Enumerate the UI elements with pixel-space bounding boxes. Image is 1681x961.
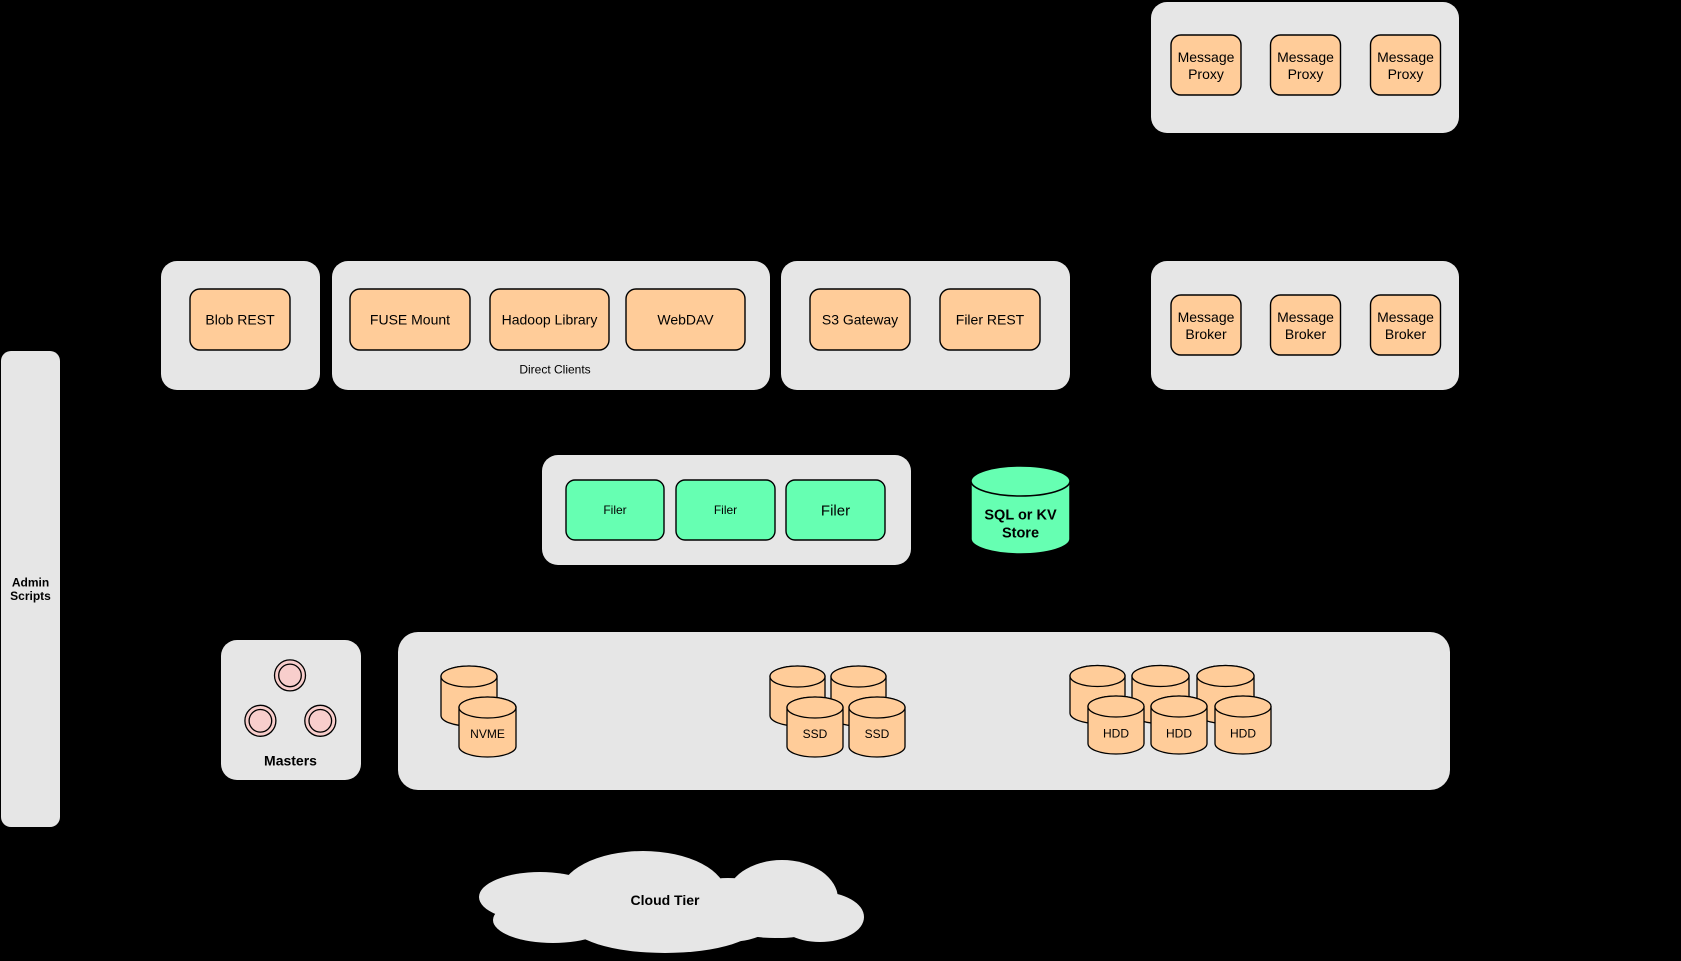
svg-text:Message: Message [1377,49,1434,65]
svg-text:HDD: HDD [1166,727,1192,741]
svg-text:Proxy: Proxy [1188,66,1224,82]
svg-text:SQL or KV: SQL or KV [984,508,1057,524]
svg-text:Message: Message [1178,309,1235,325]
svg-text:Broker: Broker [1385,326,1427,342]
svg-text:Masters: Masters [264,753,317,769]
svg-text:SSD: SSD [803,727,828,741]
svg-text:Message: Message [1178,49,1235,65]
svg-text:Message: Message [1277,309,1334,325]
svg-text:Scripts: Scripts [10,589,51,603]
svg-text:Message: Message [1277,49,1334,65]
svg-text:Broker: Broker [1185,326,1227,342]
svg-text:Cloud Tier: Cloud Tier [631,892,701,908]
svg-text:Broker: Broker [1285,326,1327,342]
svg-text:SSD: SSD [865,727,890,741]
svg-text:Proxy: Proxy [1388,66,1424,82]
svg-text:Message: Message [1377,309,1434,325]
svg-text:HDD: HDD [1230,727,1256,741]
svg-text:Filer: Filer [821,503,850,520]
svg-text:Admin: Admin [12,576,49,590]
svg-text:Filer: Filer [714,503,737,517]
svg-text:WebDAV: WebDAV [657,312,714,328]
svg-text:Blob REST: Blob REST [205,312,275,328]
svg-text:FUSE Mount: FUSE Mount [370,312,450,328]
svg-text:Hadoop Library: Hadoop Library [502,312,598,328]
svg-text:S3 Gateway: S3 Gateway [822,312,898,328]
svg-text:Store: Store [1002,526,1039,542]
svg-text:HDD: HDD [1103,727,1129,741]
svg-text:Proxy: Proxy [1288,66,1324,82]
svg-text:Filer: Filer [603,503,626,517]
svg-text:NVME: NVME [470,727,505,741]
svg-text:Filer REST: Filer REST [956,312,1025,328]
svg-text:Direct Clients: Direct Clients [519,363,590,377]
